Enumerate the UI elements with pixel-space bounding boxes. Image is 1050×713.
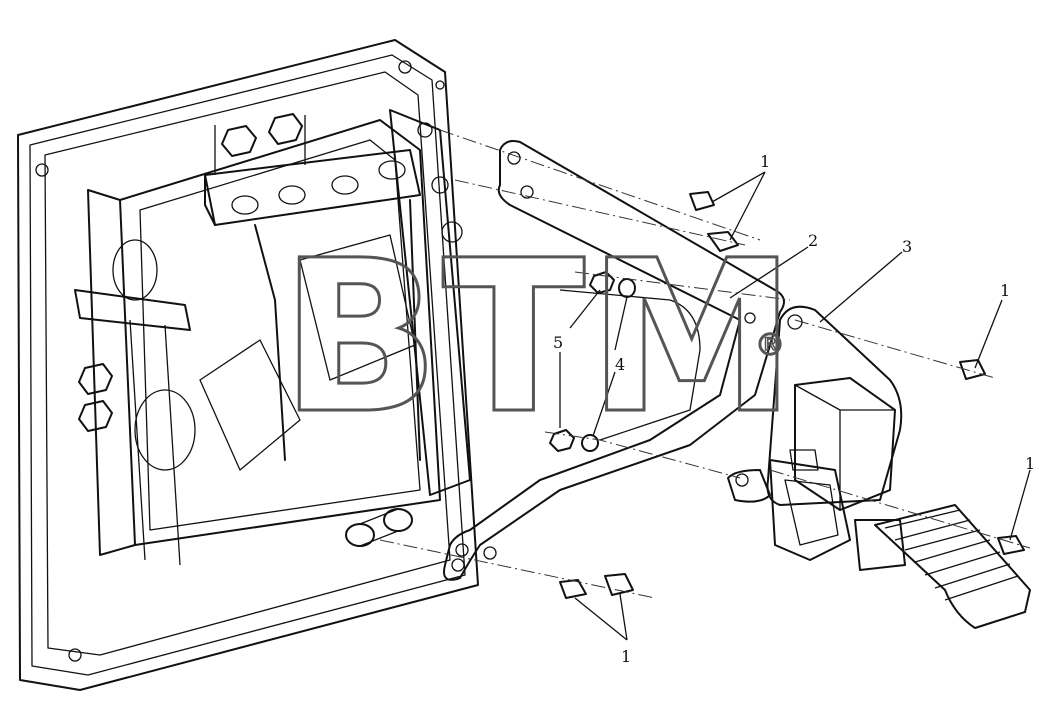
callout-1-right: 1 xyxy=(1000,281,1010,300)
nut-item-5 xyxy=(549,271,615,452)
callout-5: 5 xyxy=(553,333,563,352)
callout-1-top: 1 xyxy=(760,152,770,171)
alignment-lines xyxy=(379,129,1031,599)
mounting-plate xyxy=(17,39,479,691)
callout-4: 4 xyxy=(615,355,625,374)
callout-2: 2 xyxy=(808,231,818,250)
btm-watermark: BTM ® xyxy=(279,214,798,462)
callout-1-far-right: 1 xyxy=(1025,454,1035,473)
svg-text:BTM: BTM xyxy=(280,215,798,460)
callouts: 1 2 3 1 5 4 1 1 xyxy=(553,152,1035,666)
pedal-assembly-part-3 xyxy=(727,305,1031,629)
callout-1-bottom: 1 xyxy=(621,647,631,666)
callout-3: 3 xyxy=(902,237,912,256)
svg-text:®: ® xyxy=(755,328,785,363)
